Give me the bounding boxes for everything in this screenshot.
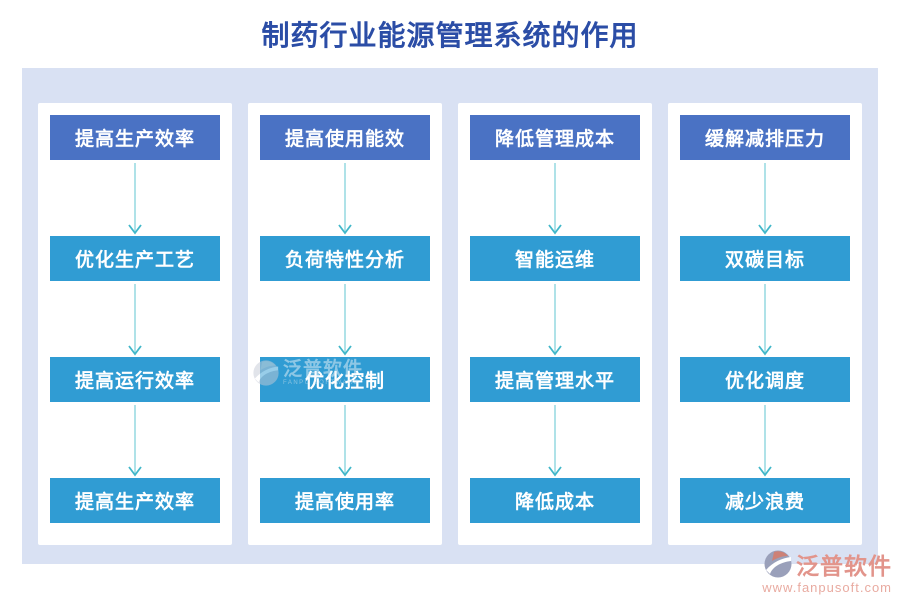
flow-box: 提高使用率: [260, 478, 430, 523]
down-arrow-icon: [338, 405, 352, 477]
down-arrow-icon: [338, 163, 352, 235]
flow-box: 降低管理成本: [470, 115, 640, 160]
brand-url: www.fanpusoft.com: [762, 580, 892, 595]
diagram-column-1: 提高生产效率 优化生产工艺 提高运行效率 提高生产效率: [38, 103, 232, 545]
down-arrow-icon: [338, 284, 352, 356]
flow-box: 降低成本: [470, 478, 640, 523]
brand-name: 泛普软件: [796, 553, 892, 579]
flow-box: 优化控制: [260, 357, 430, 402]
flow-box: 提高运行效率: [50, 357, 220, 402]
down-arrow-icon: [548, 163, 562, 235]
diagram-column-2: 提高使用能效 负荷特性分析 优化控制 提高使用率: [248, 103, 442, 545]
diagram-column-4: 缓解减排压力 双碳目标 优化调度 减少浪费: [668, 103, 862, 545]
flow-box: 缓解减排压力: [680, 115, 850, 160]
flow-box: 负荷特性分析: [260, 236, 430, 281]
diagram-columns: 提高生产效率 优化生产工艺 提高运行效率 提高生产效率 提高使用能效: [38, 103, 862, 545]
diagram-panel: 提高生产效率 优化生产工艺 提高运行效率 提高生产效率 提高使用能效: [22, 68, 878, 564]
flow-box: 优化生产工艺: [50, 236, 220, 281]
page-title: 制药行业能源管理系统的作用: [261, 20, 639, 51]
flow-box: 提高使用能效: [260, 115, 430, 160]
down-arrow-icon: [758, 405, 772, 477]
brand-watermark: 泛普软件 www.fanpusoft.com: [762, 547, 892, 595]
down-arrow-icon: [128, 405, 142, 477]
fanpu-logo-icon: [764, 550, 792, 578]
diagram-column-3: 降低管理成本 智能运维 提高管理水平 降低成本: [458, 103, 652, 545]
flow-box: 提高管理水平: [470, 357, 640, 402]
flow-box: 智能运维: [470, 236, 640, 281]
down-arrow-icon: [758, 163, 772, 235]
flow-box: 减少浪费: [680, 478, 850, 523]
flow-box: 优化调度: [680, 357, 850, 402]
down-arrow-icon: [128, 284, 142, 356]
flow-box: 提高生产效率: [50, 115, 220, 160]
flow-box: 双碳目标: [680, 236, 850, 281]
down-arrow-icon: [758, 284, 772, 356]
flow-box: 提高生产效率: [50, 478, 220, 523]
down-arrow-icon: [548, 405, 562, 477]
down-arrow-icon: [128, 163, 142, 235]
down-arrow-icon: [548, 284, 562, 356]
